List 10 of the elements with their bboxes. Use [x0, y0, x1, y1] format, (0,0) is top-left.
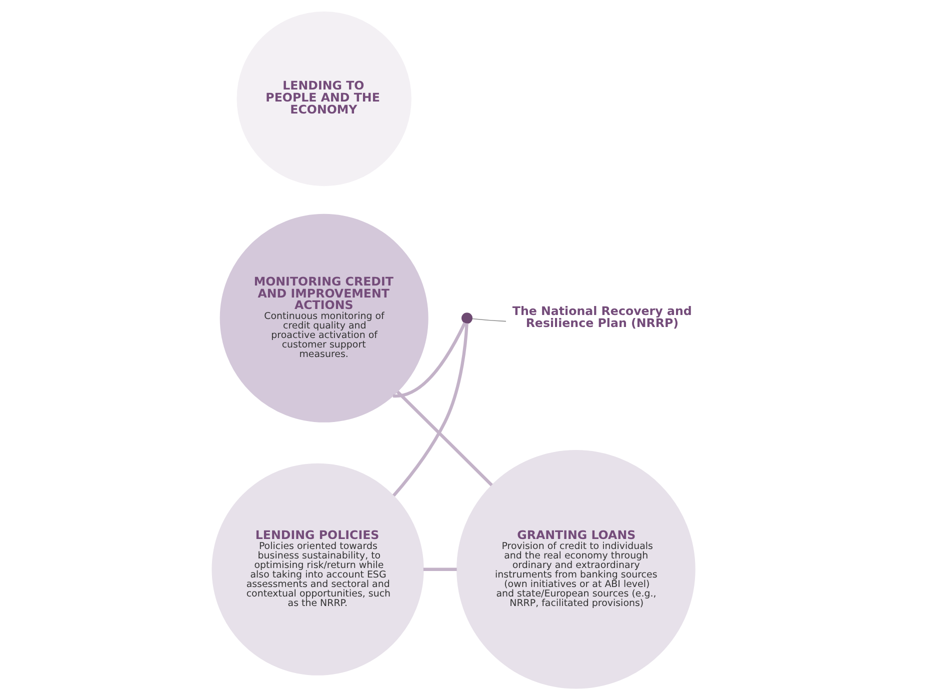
connector: [396, 390, 493, 486]
node-circle: GRANTING LOANS Provision of credit to individuals and the real economy through ordinary and extraordinary instruments from banking sources (own initiatives or at ABI level) and state/European sources (e.g., NRRP, facilitated provisions): [456, 450, 696, 689]
connector: [393, 322, 466, 398]
connector: [392, 323, 468, 497]
node-circle: LENDING POLICIES Policies oriented towards business sustainability, to optimising risk/return while also taking into account ESG assessments and sectoral and contextual opportunities, such as the NRRP.: [212, 463, 424, 676]
node-circle: MONITORING CREDIT AND IMPROVEMENT ACTIONS Continuous monitoring of credit quality and proactive activation of customer support measures.: [220, 214, 428, 422]
node-text: The National Recovery and Resilience Plan (NRRP): [512, 304, 692, 330]
connector: [472, 318, 506, 322]
connector: [423, 568, 457, 571]
node-circle: [461, 312, 473, 324]
